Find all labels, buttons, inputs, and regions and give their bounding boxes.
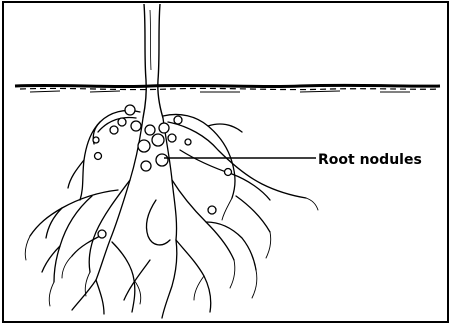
soil-line xyxy=(15,85,440,92)
nodule xyxy=(138,140,150,152)
nodule xyxy=(131,121,141,131)
nodule xyxy=(98,230,106,238)
nodule xyxy=(118,118,126,126)
stem xyxy=(143,4,163,118)
nodule xyxy=(156,154,168,166)
nodule xyxy=(168,134,176,142)
nodule xyxy=(145,125,155,135)
nodule xyxy=(174,116,182,124)
nodule xyxy=(159,123,169,133)
root-system xyxy=(30,110,306,318)
nodule xyxy=(185,139,191,145)
nodule xyxy=(125,105,135,115)
nodule xyxy=(95,153,102,160)
nodule xyxy=(208,206,216,214)
nodule xyxy=(152,134,164,146)
root-hairs xyxy=(25,198,318,306)
root-nodules-label: Root nodules xyxy=(318,152,422,168)
nodule xyxy=(93,137,99,143)
nodule xyxy=(141,161,151,171)
nodule xyxy=(225,169,232,176)
nodule xyxy=(110,126,118,134)
